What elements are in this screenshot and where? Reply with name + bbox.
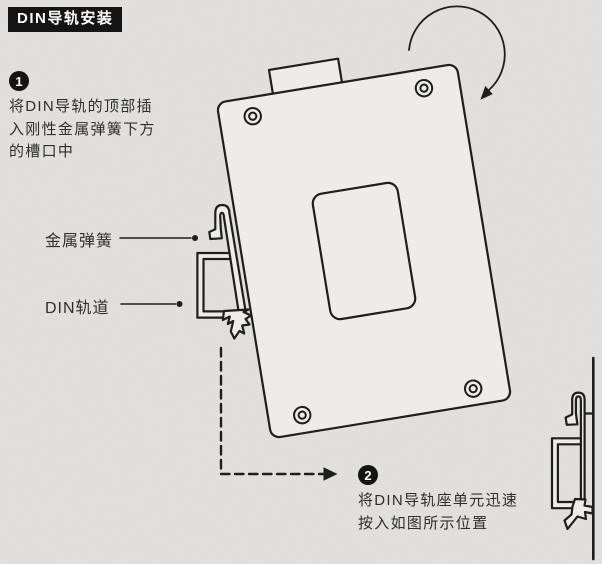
screw-bottom-left-icon xyxy=(293,405,312,425)
page-title: DIN导轨安装 xyxy=(8,7,123,32)
device-body xyxy=(216,63,512,439)
spring-leader-dot-icon xyxy=(192,235,198,241)
callout-leader-lines xyxy=(119,235,198,307)
rotation-arrow-arc xyxy=(408,5,506,91)
din-rail-left-profile xyxy=(196,203,253,340)
step-2: 2 将DIN导轨座单元迅速 按入如图所示位置 xyxy=(358,465,518,535)
screw-bottom-left-icon xyxy=(297,410,307,420)
step-2-number-badge: 2 xyxy=(358,465,378,485)
device-screws xyxy=(243,78,483,425)
screw-top-right-icon xyxy=(414,78,434,98)
screw-bottom-right-icon xyxy=(468,384,478,394)
dashed-elbow-path xyxy=(219,346,326,476)
step-1: 1 将DIN导轨的顶部插 入刚性金属弹簧下方 的槽口中 xyxy=(9,71,156,164)
step-1-instruction: 将DIN导轨的顶部插 入刚性金属弹簧下方 的槽口中 xyxy=(9,98,156,160)
label-metal-spring: 金属弹簧 xyxy=(45,233,114,250)
device-rotation-group xyxy=(216,57,512,439)
screw-top-right-icon xyxy=(419,83,429,93)
rotation-arrow-icon xyxy=(408,5,506,100)
label-din-rail: DIN轨道 xyxy=(45,300,110,317)
side-view-latch-claw xyxy=(563,497,594,531)
dashed-path-arrowhead xyxy=(323,467,338,481)
step-2-instruction: 将DIN导轨座单元迅速 按入如图所示位置 xyxy=(358,492,519,532)
rail-leader-dot-icon xyxy=(176,301,183,307)
step-path-arrow-icon xyxy=(219,346,338,481)
rotation-arrowhead xyxy=(480,85,493,100)
side-view-mounted xyxy=(550,356,595,561)
rail-latch-claw xyxy=(221,308,253,340)
step-1-number-badge: 1 xyxy=(9,71,29,91)
screw-bottom-right-icon xyxy=(463,379,483,398)
screw-top-left-icon xyxy=(243,107,262,126)
device-center-panel xyxy=(311,181,417,321)
screw-top-left-icon xyxy=(248,111,258,121)
